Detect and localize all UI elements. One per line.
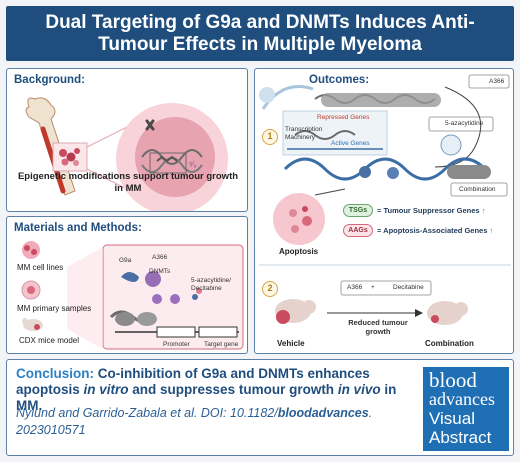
blood-advances-logo: blood advances Visual Abstract [423,367,509,451]
drug-label: 5-azacytidine/ Decitabine [191,277,232,292]
page-title: Dual Targeting of G9a and DNMTs Induces … [45,11,475,55]
cell-cluster-icon [52,142,88,172]
doi-link[interactable]: bloodadvances [277,406,369,420]
active-genes-label: Active Genes [331,140,370,147]
mechanism-diagram [67,244,244,350]
title-banner: Dual Targeting of G9a and DNMTs Induces … [6,6,514,61]
promoter-label: Promoter [163,341,190,348]
background-caption: Epigenetic modifications support tumour … [17,171,239,194]
step-2-badge: 2 [262,281,278,297]
combination-tag: Combination [459,186,496,193]
conclusion-label: Conclusion: [16,366,94,381]
material-item: CDX mice model [19,336,80,345]
chromatin-top [314,93,441,107]
background-panel: Background: [6,68,248,212]
reduced-growth-label: Reduced tumour growth [348,318,408,336]
svg-text:ᵒ⁄₉: ᵒ⁄₉ [189,160,197,169]
apoptosis-label: Apoptosis [279,247,319,256]
mouse-icon [22,318,43,331]
a366-tag: A366 [489,78,505,85]
azacytidine-tag: 5-azacytidine [445,120,484,127]
primary-sample-icon [21,280,41,300]
conclusion-text: Conclusion: Co-inhibition of G9a and DNM… [16,366,397,413]
tsg-legend: = Tumour Suppressor Genes ↑ [377,206,486,215]
a366-label: A366 [152,254,168,261]
step-1-badge: 1 [262,129,278,145]
material-item: MM cell lines [17,263,64,272]
materials-illustration [21,241,244,350]
repressed-genes-label: Repressed Genes [317,114,370,121]
combo-decitabine: Decitabine [393,284,424,291]
g9a-label: G9a [119,257,132,264]
transcription-machinery-label: Transcription Machinery [285,126,323,141]
citation: Nylund and Garrido-Zabala et al. DOI: 10… [16,406,373,437]
tsg-pill: TSGs [343,204,373,217]
combo-plus: + [371,284,375,291]
vehicle-mouse-icon [275,299,316,324]
vehicle-label: Vehicle [277,339,305,348]
outcomes-panel: Outcomes: [254,68,514,354]
combo-a366: A366 [347,284,363,291]
outcomes-heading: Outcomes: [309,74,370,86]
combination-label: Combination [425,339,474,348]
cell-line-icon [22,241,40,259]
nucleus-icon: ᵒ⁄₉ [116,103,228,211]
material-item: MM primary samples [17,304,92,313]
dnmts-label: DNMTs [149,268,171,275]
target-gene-label: Target gene [204,341,239,348]
background-heading: Background: [14,74,85,86]
materials-heading: Materials and Methods: [14,222,142,234]
outcomes-illustration [259,74,511,325]
apoptosis-cell-icon [273,193,325,245]
aag-legend: = Apoptosis-Associated Genes ↑ [377,226,494,235]
combination-mouse-icon [427,301,468,325]
aag-pill: AAGs [343,224,373,237]
background-illustration: ᵒ⁄₉ [25,97,228,211]
materials-methods-panel: Materials and Methods: [6,216,248,354]
